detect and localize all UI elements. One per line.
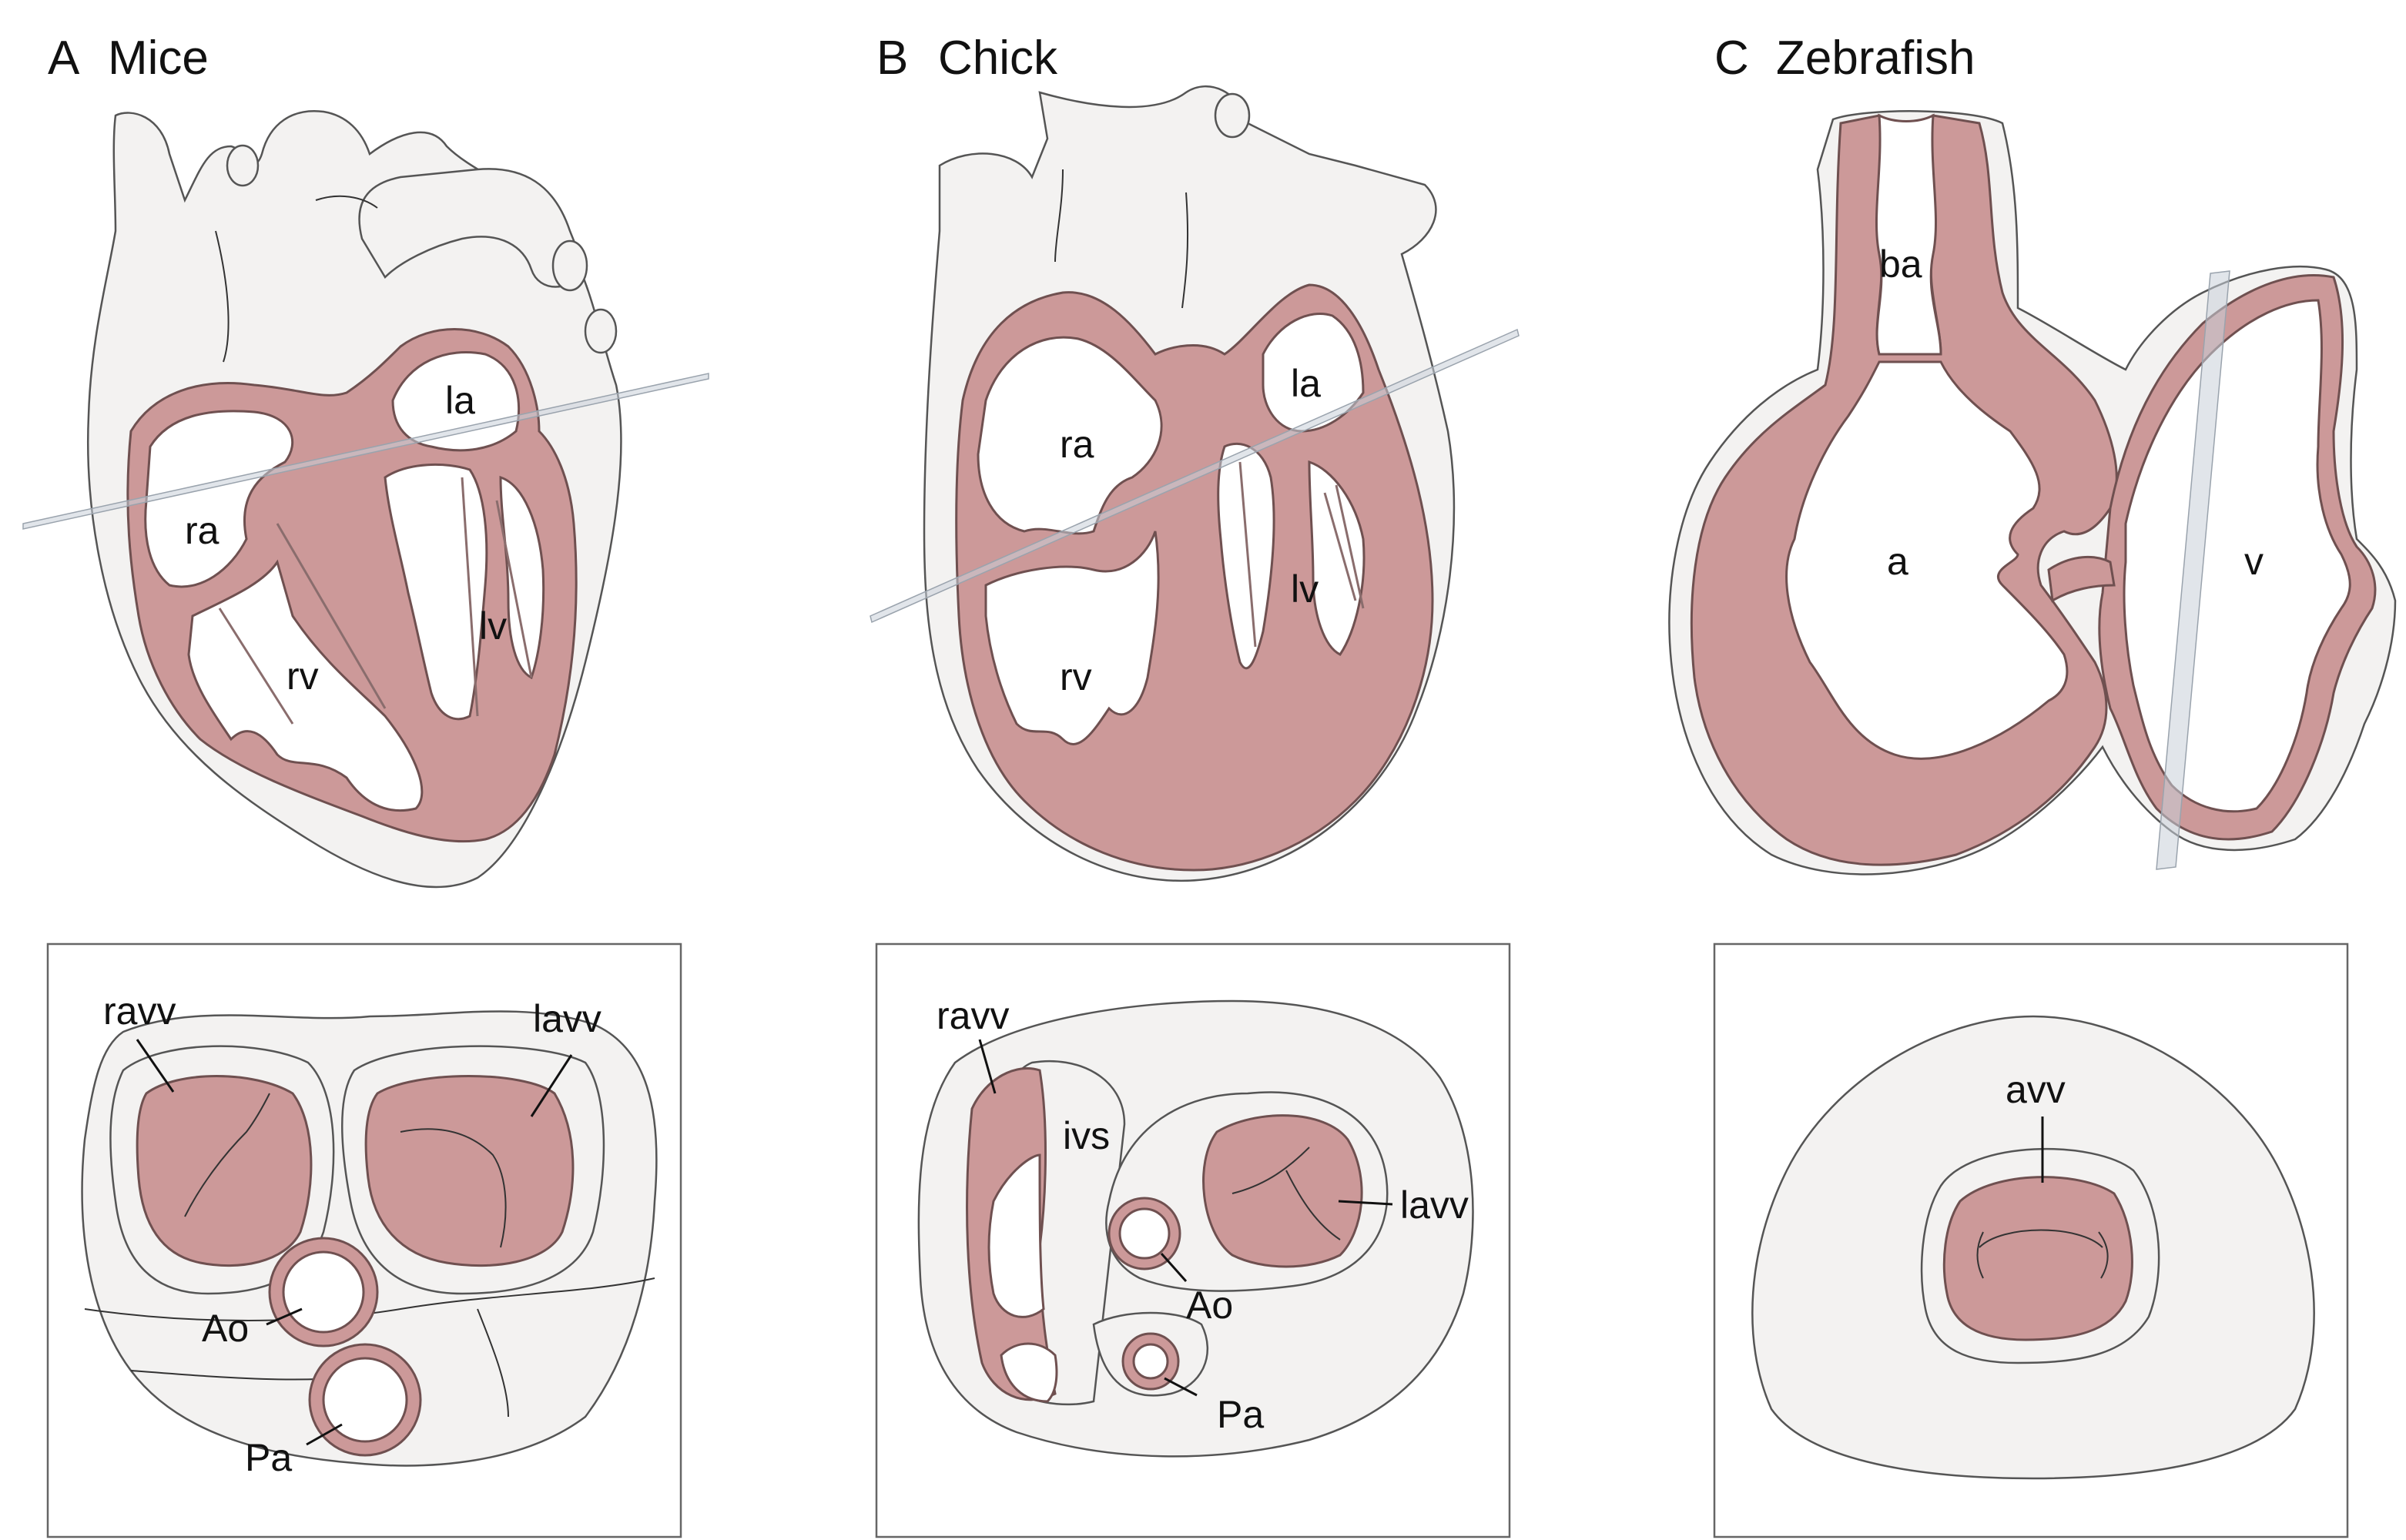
mice-label-pa: Pa xyxy=(245,1436,292,1479)
mice-vessel-opening-3 xyxy=(227,146,258,186)
zebrafish-label-v: v xyxy=(2244,540,2264,583)
chick-pulmonary-lumen xyxy=(1134,1344,1168,1378)
chick-section-panel: ravv ivs lavv Ao Pa xyxy=(876,944,1510,1537)
mice-vessel-opening-1 xyxy=(553,241,587,290)
mice-vessel-opening-2 xyxy=(585,310,616,353)
panel-letter-b: B xyxy=(876,32,908,85)
mice-label-lavv: lavv xyxy=(533,997,602,1040)
zebrafish-label-avv: avv xyxy=(2006,1068,2066,1111)
mice-label-la: la xyxy=(445,379,475,422)
panel-letter-c: C xyxy=(1714,32,1749,85)
mice-left-av-valve xyxy=(366,1076,573,1266)
zebrafish-av-valve xyxy=(1944,1177,2132,1340)
chick-vessel-opening xyxy=(1215,94,1249,137)
chick-label-ivs: ivs xyxy=(1063,1114,1110,1157)
chick-label-ravv: ravv xyxy=(937,994,1009,1037)
chick-label-lavv: lavv xyxy=(1400,1183,1469,1227)
panel-species-a: Mice xyxy=(108,32,209,85)
chick-aorta-lumen xyxy=(1120,1209,1169,1258)
chick-label-ra: ra xyxy=(1060,423,1094,466)
mice-section-panel: ravv lavv Ao Pa xyxy=(48,944,681,1537)
mice-label-ao: Ao xyxy=(202,1307,249,1350)
chick-label-ao: Ao xyxy=(1186,1284,1233,1327)
mice-label-rv: rv xyxy=(287,654,319,698)
mice-right-av-valve xyxy=(137,1076,311,1266)
zebrafish-bulbus-lumen xyxy=(1876,116,1941,354)
zebrafish-label-a: a xyxy=(1887,540,1908,583)
chick-label-la: la xyxy=(1291,362,1321,405)
mice-label-ravv: ravv xyxy=(103,989,176,1033)
zebrafish-section-panel: avv xyxy=(1714,944,2347,1537)
chick-label-rv: rv xyxy=(1060,655,1092,698)
panel-species-c: Zebrafish xyxy=(1776,32,1975,85)
panel-letter-a: A xyxy=(48,32,80,85)
panel-title-a: A Mice xyxy=(48,32,209,85)
chick-heart: la ra rv lv xyxy=(870,86,1519,881)
chick-label-pa: Pa xyxy=(1217,1393,1264,1436)
panel-title-b: B Chick xyxy=(876,32,1058,85)
mice-heart: la ra rv lv xyxy=(23,111,709,887)
mice-label-lv: lv xyxy=(479,604,507,648)
panel-title-c: C Zebrafish xyxy=(1714,32,1975,85)
panel-species-b: Chick xyxy=(938,32,1058,85)
chick-label-lv: lv xyxy=(1291,567,1319,611)
chick-left-av-valve xyxy=(1204,1116,1362,1267)
mice-label-ra: ra xyxy=(185,509,219,552)
zebrafish-heart: ba a v xyxy=(1669,111,2395,874)
zebrafish-label-ba: ba xyxy=(1879,243,1922,286)
mice-aorta-lumen xyxy=(283,1252,364,1332)
